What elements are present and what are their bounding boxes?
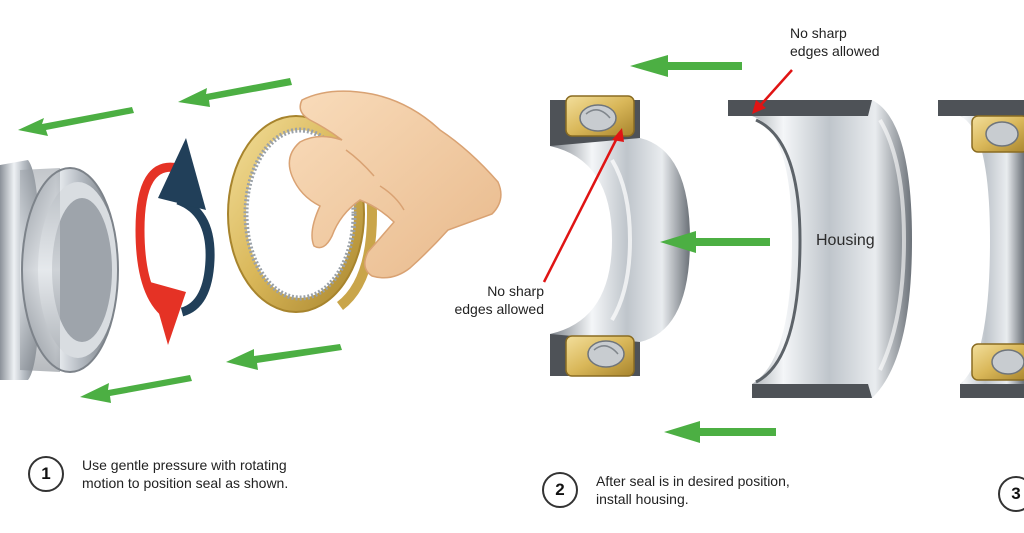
green-arrow-icon — [178, 78, 292, 107]
green-arrow-icon — [630, 55, 742, 77]
green-arrow-icon — [226, 344, 342, 370]
callout-no-sharp-edges-top: No sharp edges allowed — [790, 24, 920, 60]
callout-line-2: edges allowed — [454, 301, 544, 317]
leader-line-top — [752, 69, 793, 114]
rotate-arrows-icon — [135, 138, 215, 345]
callout-line-1: No sharp — [487, 283, 544, 299]
bore-section — [550, 100, 690, 376]
housing-label: Housing — [816, 232, 875, 249]
step-2-line-1: After seal is in desired position, — [596, 473, 790, 489]
step-number-3: 3 — [998, 476, 1024, 512]
step-3: 3 — [998, 476, 1024, 512]
green-arrow-icon — [18, 107, 134, 136]
green-arrow-icon — [80, 375, 192, 403]
step-1-instructions: Use gentle pressure with rotating motion… — [82, 456, 288, 492]
callout-no-sharp-edges-middle: No sharp edges allowed — [420, 282, 544, 318]
step-2-instructions: After seal is in desired position, insta… — [596, 472, 790, 508]
callout-line-2: edges allowed — [790, 43, 880, 59]
shaft — [0, 160, 119, 380]
green-arrow-icon — [664, 421, 776, 443]
housing — [728, 100, 912, 398]
step-2: 2 After seal is in desired position, ins… — [542, 472, 790, 508]
step-1-line-2: motion to position seal as shown. — [82, 475, 289, 491]
hand — [288, 90, 502, 279]
step-2-line-2: install housing. — [596, 491, 689, 507]
step3-assembly — [938, 100, 1024, 398]
step-1: 1 Use gentle pressure with rotating moti… — [28, 456, 288, 492]
step-number-2: 2 — [542, 472, 578, 508]
seal-cross-section-bottom — [565, 335, 635, 377]
step-1-line-1: Use gentle pressure with rotating — [82, 457, 287, 473]
step-number-1: 1 — [28, 456, 64, 492]
green-arrow-icon — [660, 231, 770, 253]
leader-line-middle — [542, 128, 624, 283]
seal-cross-section-top — [565, 95, 635, 137]
callout-line-1: No sharp — [790, 25, 847, 41]
